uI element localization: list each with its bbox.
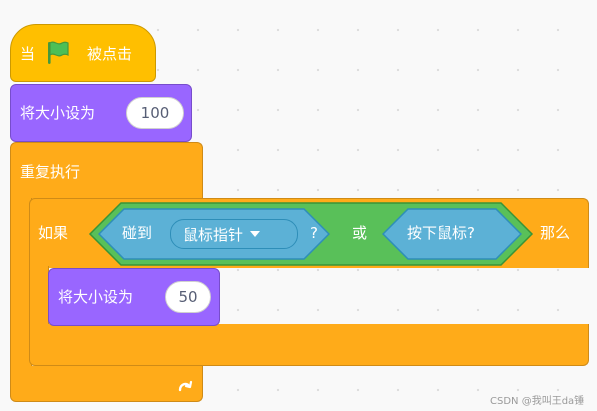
if-left-arm[interactable] xyxy=(29,266,49,326)
touching-target-dropdown[interactable]: 鼠标指针 xyxy=(170,219,298,249)
touching-question-mark: ? xyxy=(310,224,318,242)
or-label: 或 xyxy=(352,224,368,242)
forever-label: 重复执行 xyxy=(20,163,81,181)
dropdown-caret-icon xyxy=(250,231,261,237)
when-flag-clicked-block[interactable] xyxy=(10,24,156,82)
loop-arrow-icon xyxy=(178,380,193,392)
size-input-50[interactable]: 50 xyxy=(165,281,211,313)
mouse-down-label: 按下鼠标? xyxy=(407,224,475,242)
watermark-text: CSDN @我叫王da锤 xyxy=(490,396,585,407)
if-bottom-bar[interactable] xyxy=(29,324,589,366)
forever-bottom-bar[interactable] xyxy=(10,366,203,402)
hat-prefix-label: 当 xyxy=(20,45,36,63)
then-label: 那么 xyxy=(540,224,571,242)
green-flag-icon xyxy=(48,41,69,64)
touching-target-value: 鼠标指针 xyxy=(183,225,244,244)
hat-suffix-label: 被点击 xyxy=(87,45,133,63)
mouse-down-block[interactable] xyxy=(382,208,522,260)
set-size-label-inner: 将大小设为 xyxy=(58,288,134,306)
set-size-label: 将大小设为 xyxy=(20,104,96,122)
if-label: 如果 xyxy=(38,224,69,242)
size-input-100[interactable]: 100 xyxy=(126,97,184,129)
touching-label: 碰到 xyxy=(122,224,153,242)
forever-top-bar[interactable] xyxy=(10,142,203,200)
